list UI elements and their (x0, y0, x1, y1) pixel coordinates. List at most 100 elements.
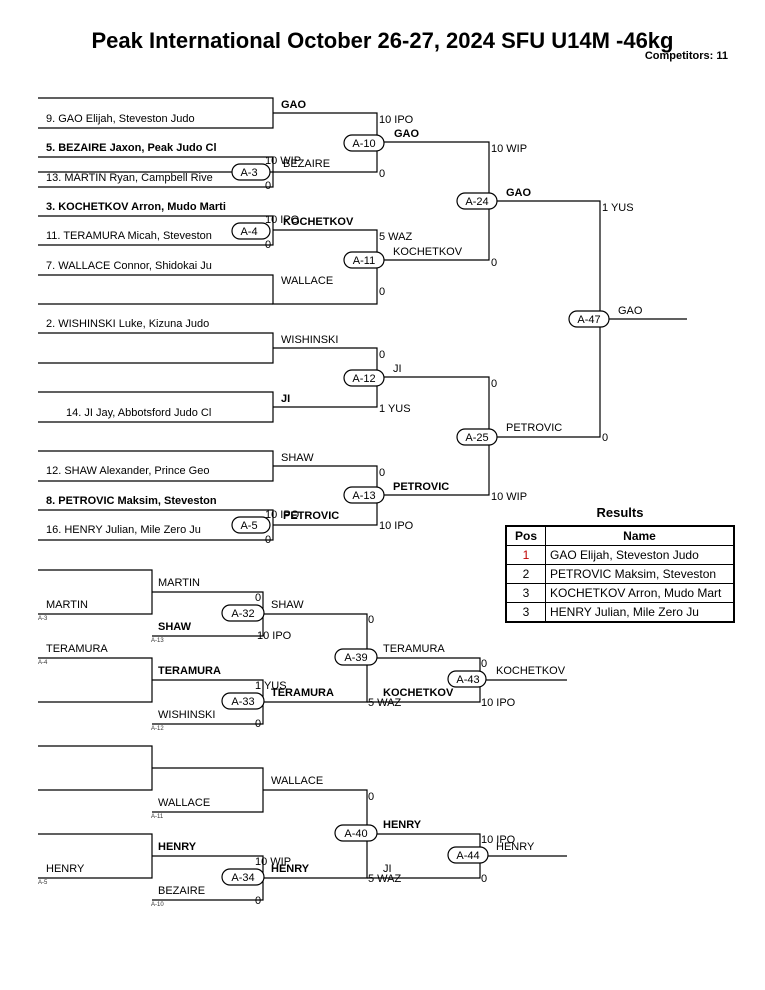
table-row: 2 PETROVIC Maksim, Steveston (505, 564, 735, 584)
match-pill: A-32 (221, 604, 265, 622)
svg-text:A-24: A-24 (465, 196, 488, 208)
results-col-pos: Pos (505, 525, 546, 546)
score: 10 IPO (265, 214, 300, 226)
score: 1 YUS (255, 680, 287, 692)
repechage-name: WISHINSKI (158, 709, 215, 721)
competitor-count: Competitors: 11 (644, 50, 728, 62)
match-pill: A-5 (231, 516, 271, 534)
source-ref: A-5 (38, 880, 48, 886)
repechage-name: SHAW (271, 599, 304, 611)
score: 0 (481, 873, 487, 885)
entry-name: 9. GAO Elijah, Steveston Judo (46, 113, 195, 125)
winner-name: KOCHETKOV (393, 246, 463, 258)
result-name: PETROVIC Maksim, Steveston (545, 564, 735, 584)
score: 0 (255, 718, 261, 730)
results-table: Pos Name 1 GAO Elijah, Steveston Judo 2 … (505, 525, 735, 623)
winner-name: BEZAIRE (283, 158, 330, 170)
winner-name: JI (393, 363, 402, 375)
repechage-name: HENRY (496, 841, 535, 853)
score: 0 (491, 257, 497, 269)
winner-name: PETROVIC (283, 510, 339, 522)
score: 0 (265, 239, 271, 251)
match-pill: A-40 (334, 824, 378, 842)
result-name: HENRY Julian, Mile Zero Ju (545, 602, 735, 623)
svg-text:A-39: A-39 (344, 652, 367, 664)
score: 10 WIP (491, 143, 527, 155)
entry-name: 7. WALLACE Connor, Shidokai Ju (46, 260, 212, 272)
score: 0 (481, 658, 487, 670)
repechage-name: TERAMURA (158, 665, 221, 677)
repechage-name: WALLACE (158, 797, 210, 809)
match-pill: A-11 (343, 251, 385, 269)
winner-name: GAO (506, 187, 532, 199)
repechage-name: JI (383, 863, 392, 875)
score: 5 WAZ (368, 873, 401, 885)
results-col-name: Name (545, 525, 735, 546)
winner-name: WALLACE (281, 275, 333, 287)
score: 5 WAZ (379, 231, 412, 243)
match-pill: A-12 (343, 369, 385, 387)
repechage-name: HENRY (271, 863, 310, 875)
repechage-name: HENRY (383, 819, 422, 831)
repechage-name: TERAMURA (46, 643, 108, 655)
svg-text:A-40: A-40 (344, 828, 367, 840)
score: 1 YUS (379, 403, 411, 415)
score: 0 (368, 791, 374, 803)
winner-name: WISHINSKI (281, 334, 338, 346)
entry-name: 2. WISHINSKI Luke, Kizuna Judo (46, 318, 209, 330)
source-ref: A-4 (38, 660, 48, 666)
source-ref: A-13 (151, 638, 164, 644)
repechage-name: HENRY (158, 841, 197, 853)
match-pill: A-24 (456, 192, 498, 210)
match-pill: A-13 (343, 486, 385, 504)
match-pill: A-10 (343, 134, 385, 152)
svg-text:A-5: A-5 (240, 520, 257, 532)
score: 0 (491, 378, 497, 390)
entry-name: 13. MARTIN Ryan, Campbell Rive (46, 172, 213, 184)
source-ref: A-10 (151, 902, 164, 908)
svg-text:A-25: A-25 (465, 432, 488, 444)
score: 10 IPO (257, 630, 292, 642)
score: 0 (255, 895, 261, 907)
score: 0 (379, 349, 385, 361)
match-pill: A-43 (447, 670, 487, 688)
match-pill: A-4 (231, 222, 271, 240)
score: 0 (379, 168, 385, 180)
source-ref: A-12 (151, 726, 164, 732)
score: 0 (265, 534, 271, 546)
winner-name: SHAW (281, 452, 314, 464)
score: 0 (379, 286, 385, 298)
svg-text:A-44: A-44 (456, 850, 479, 862)
winner-name: GAO (394, 128, 420, 140)
entry-name: 12. SHAW Alexander, Prince Geo (46, 465, 209, 477)
score: 0 (368, 614, 374, 626)
page-title: Peak International October 26-27, 2024 S… (91, 28, 674, 53)
result-name: GAO Elijah, Steveston Judo (545, 545, 735, 565)
repechage-name: MARTIN (158, 577, 200, 589)
match-pill: A-44 (447, 846, 489, 864)
winner-name: GAO (618, 305, 643, 317)
entry-name: 14. JI Jay, Abbotsford Judo Cl (66, 407, 211, 419)
winner-name: PETROVIC (506, 422, 562, 434)
score: 10 IPO (379, 114, 414, 126)
repechage-name: MARTIN (46, 599, 88, 611)
winner-name: KOCHETKOV (283, 216, 354, 228)
svg-text:A-12: A-12 (352, 373, 375, 385)
entry-name: 3. KOCHETKOV Arron, Mudo Marti (46, 201, 226, 213)
winner-name: GAO (281, 99, 307, 111)
entry-name: 5. BEZAIRE Jaxon, Peak Judo Cl (46, 142, 217, 154)
svg-text:A-43: A-43 (456, 674, 479, 686)
match-pill: A-34 (221, 868, 265, 886)
svg-text:A-3: A-3 (240, 167, 257, 179)
score: 5 WAZ (368, 697, 401, 709)
table-row: 1 GAO Elijah, Steveston Judo (505, 545, 735, 565)
svg-text:A-13: A-13 (352, 490, 375, 502)
result-pos: 3 (505, 602, 546, 623)
match-pill: A-33 (221, 692, 265, 710)
match-pill: A-3 (231, 163, 271, 181)
source-ref: A-11 (151, 814, 164, 820)
repechage-name: KOCHETKOV (496, 665, 566, 677)
match-pill: A-25 (456, 428, 498, 446)
repechage-name: TERAMURA (383, 643, 445, 655)
